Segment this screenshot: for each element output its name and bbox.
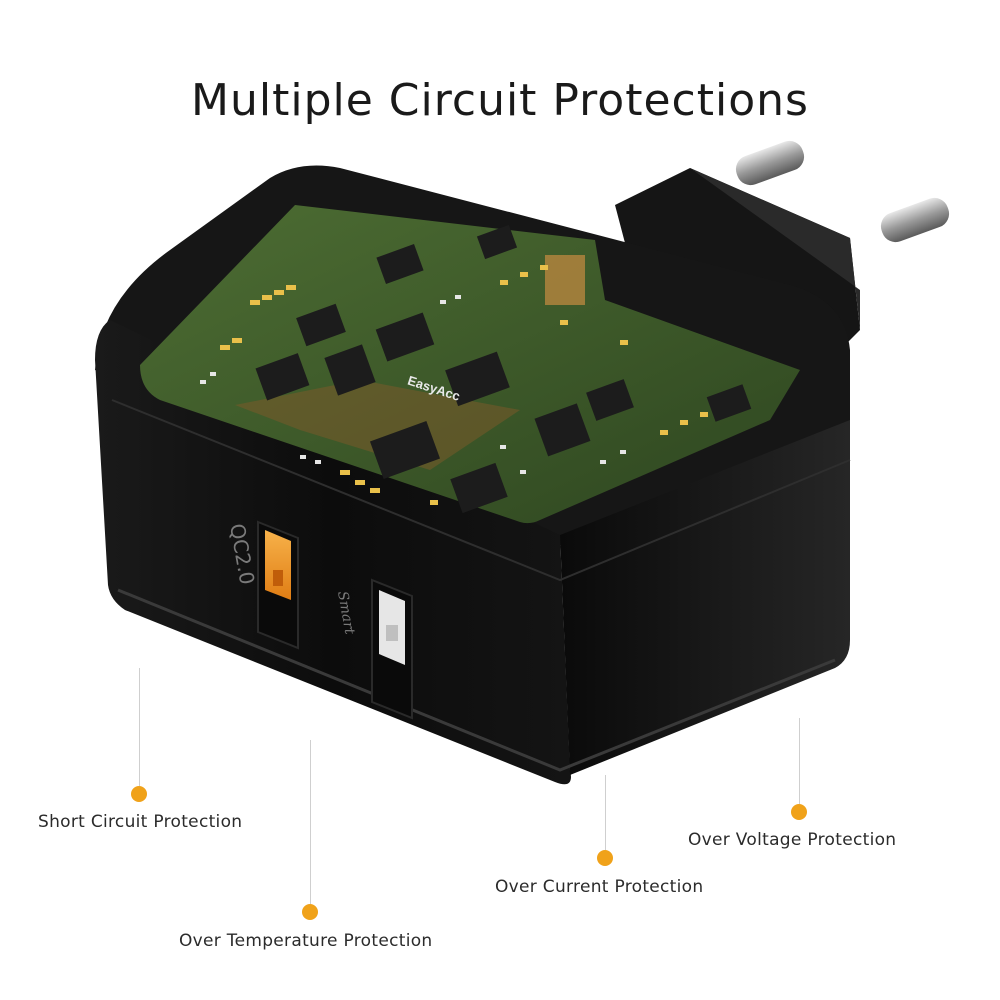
callout-label: Over Current Protection xyxy=(495,877,704,897)
callout-dot xyxy=(302,904,318,920)
page-title: Multiple Circuit Protections xyxy=(191,75,809,127)
callout-line xyxy=(605,775,606,850)
callout-line xyxy=(139,668,140,786)
smart-port-label: Smart xyxy=(334,590,357,636)
callout-dot xyxy=(791,804,807,820)
callout-dot xyxy=(131,786,147,802)
pcb-board: EasyAcc xyxy=(140,205,800,524)
callout-label: Over Voltage Protection xyxy=(688,830,897,850)
callout-line xyxy=(799,718,800,804)
plug-pins xyxy=(735,140,950,243)
usb-qc-port xyxy=(257,520,299,650)
callout-label: Over Temperature Protection xyxy=(179,931,433,951)
callout-label: Short Circuit Protection xyxy=(38,812,243,832)
callout-dot xyxy=(597,850,613,866)
callout-line xyxy=(310,740,311,904)
usb-smart-port xyxy=(371,578,413,720)
